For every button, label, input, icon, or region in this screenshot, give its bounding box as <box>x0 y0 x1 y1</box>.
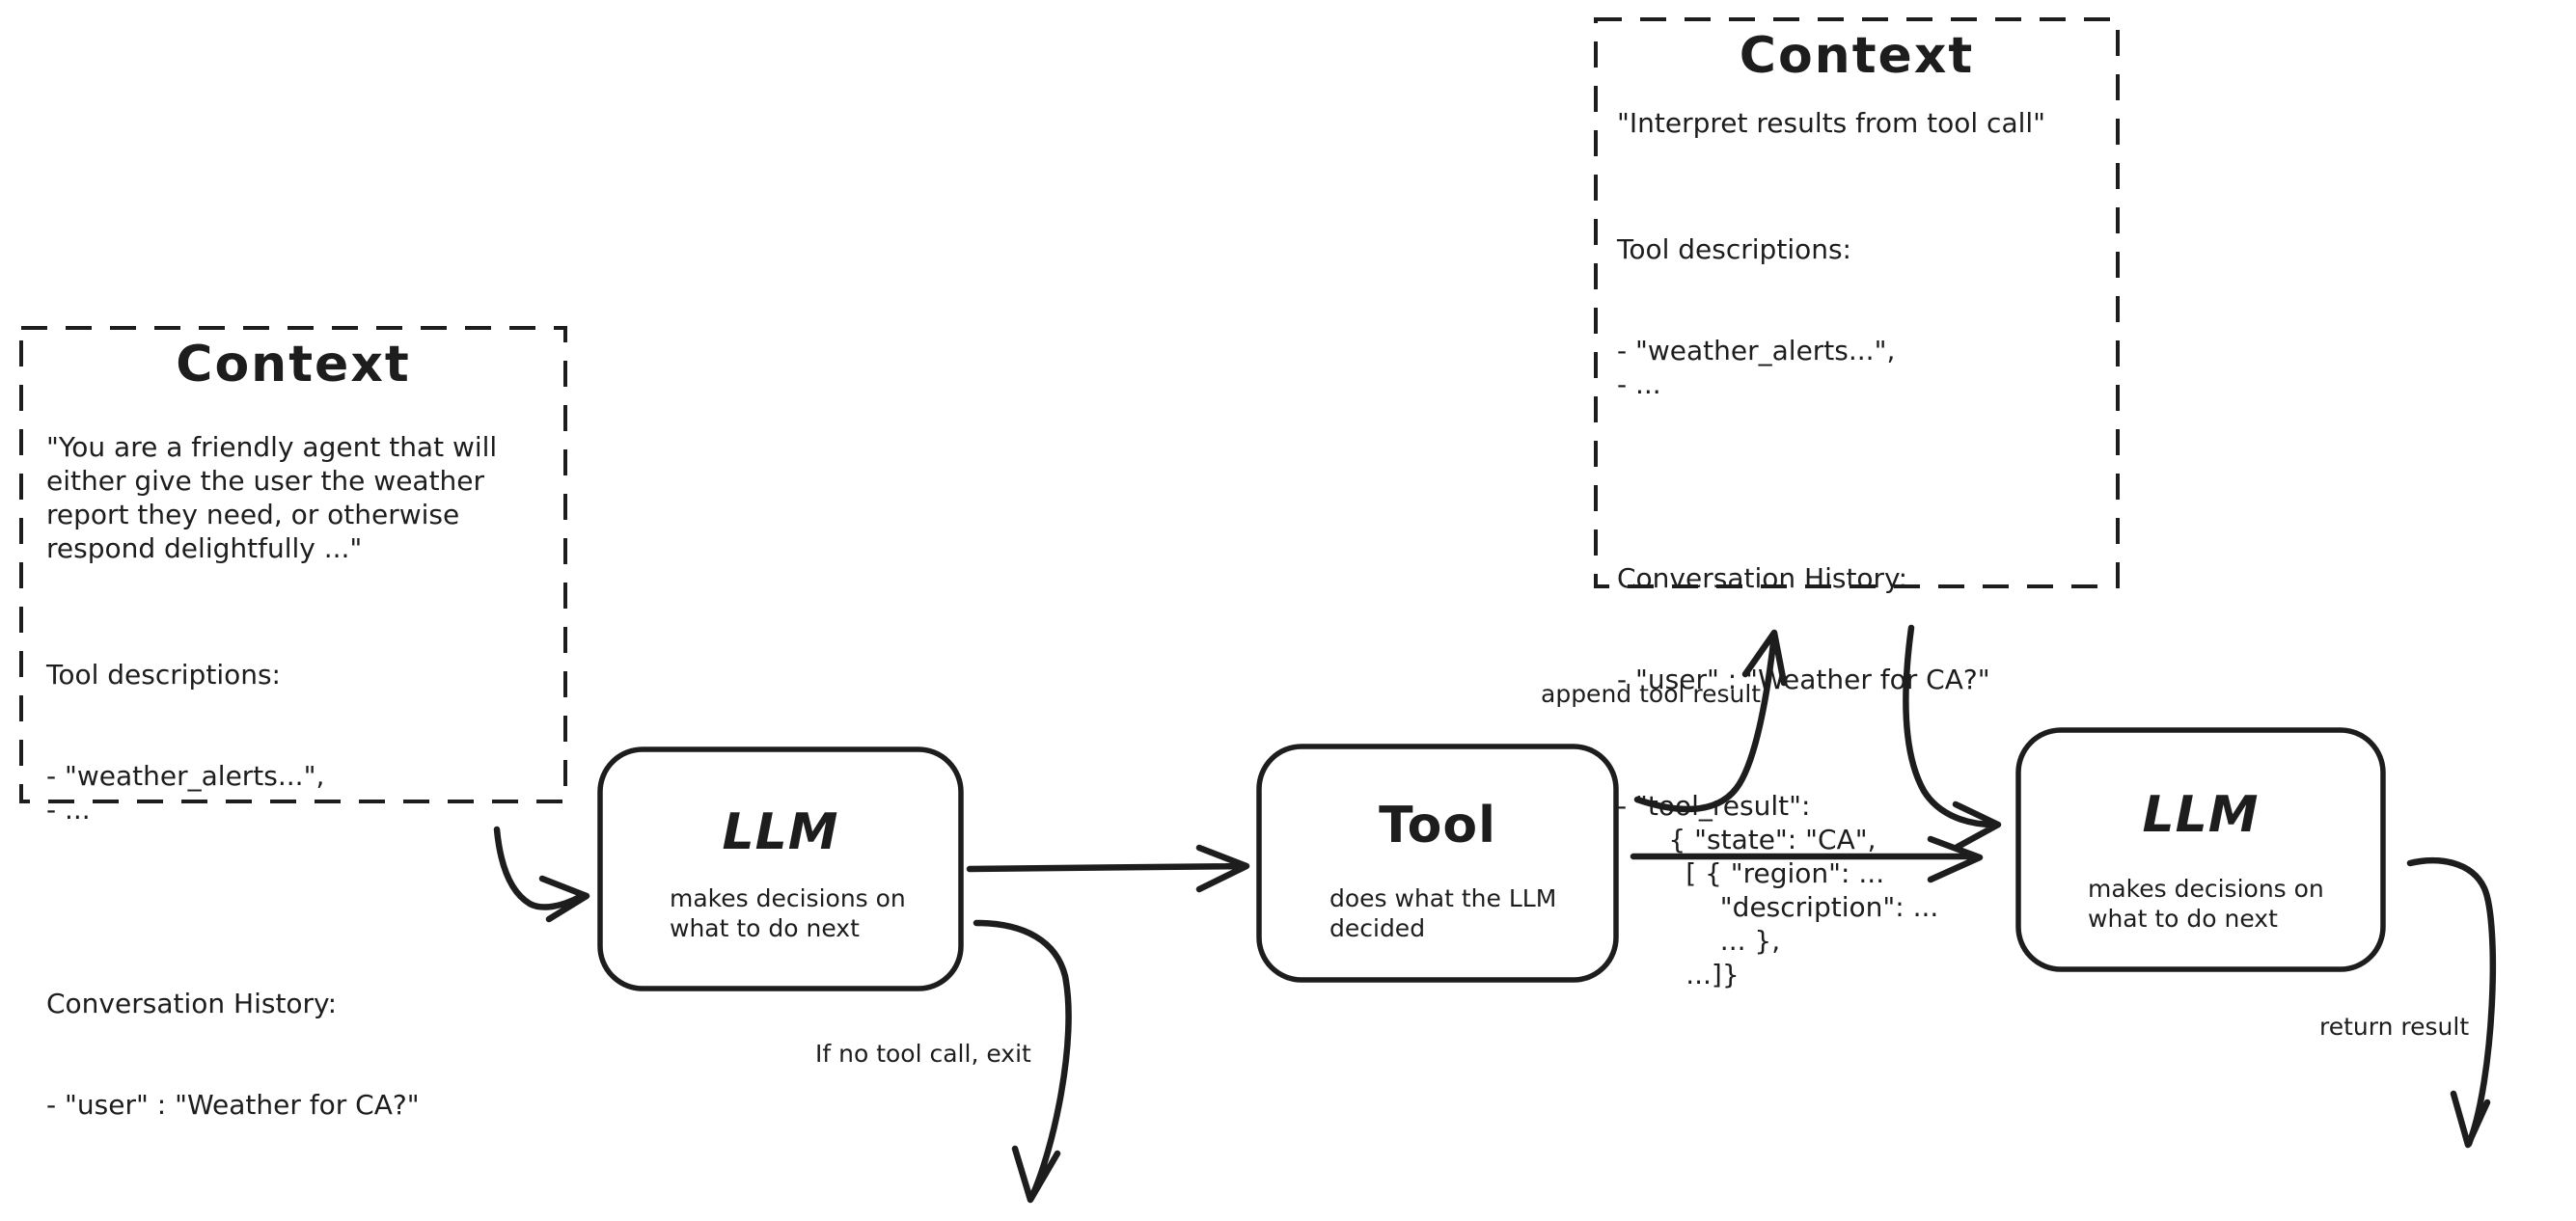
context-updated-box <box>1594 17 2120 588</box>
llm-second-subtitle: makes decisions on what to do next <box>2088 875 2324 933</box>
context-initial-history: Conversation History: - "user" : "Weathe… <box>46 919 497 1189</box>
arrow-tool-to-llm-second <box>1630 835 1984 883</box>
context-initial-tool-descriptions: Tool descriptions: - "weather_alerts..."… <box>46 590 497 894</box>
context-updated-tool-descriptions: Tool descriptions: - "weather_alerts..."… <box>1617 165 2045 469</box>
history-heading: Conversation History: <box>46 988 338 1019</box>
llm-second-box <box>2015 727 2386 972</box>
tool-box <box>1256 744 1619 983</box>
arrow-tool-to-context-updated <box>1633 629 1788 813</box>
arrow-llm-second-return <box>2406 856 2497 1149</box>
context-initial-body: "You are a friendly agent that will eith… <box>46 430 497 1189</box>
context-initial-box <box>19 326 567 803</box>
tool-descriptions-heading: Tool descriptions: <box>46 659 281 691</box>
llm-first-subtitle: makes decisions on what to do next <box>670 884 906 942</box>
tool-title: Tool <box>1379 797 1496 855</box>
history-heading: Conversation History: <box>1617 562 1908 594</box>
context-initial-title: Context <box>176 336 411 393</box>
tool-descriptions-items: - "weather_alerts...", - ... <box>46 760 325 826</box>
context-updated-history: Conversation History: - "user" : "Weathe… <box>1617 494 2045 764</box>
history-user: - "user" : "Weather for CA?" <box>46 1089 420 1121</box>
arrow-llm-first-to-tool <box>966 844 1250 893</box>
llm-first-box <box>597 746 964 991</box>
context-initial-system-prompt: "You are a friendly agent that will eith… <box>46 431 498 564</box>
arrow-llm-first-exit <box>973 919 1072 1204</box>
edge-label-append-tool-result: append tool result <box>1541 680 1762 708</box>
llm-second-title: LLM <box>2142 786 2260 844</box>
context-updated-title: Context <box>1739 27 1975 85</box>
history-user: - "user" : "Weather for CA?" <box>1617 664 1990 695</box>
edge-label-return-result: return result <box>2319 1013 2470 1041</box>
context-updated-body: "Interpret results from tool call" Tool … <box>1617 106 2045 991</box>
arrow-context-initial-to-llm-first <box>493 826 590 923</box>
tool-subtitle: does what the LLM decided <box>1329 884 1557 942</box>
edge-label-no-tool-call-exit: If no tool call, exit <box>815 1040 1031 1068</box>
arrow-context-updated-to-llm-second <box>1903 624 2002 851</box>
tool-descriptions-heading: Tool descriptions: <box>1617 233 1851 265</box>
history-tool-result: - "tool_result": { "state": "CA", [ { "r… <box>1617 790 1939 990</box>
llm-first-title: LLM <box>722 803 839 861</box>
context-updated-system-prompt: "Interpret results from tool call" <box>1617 107 2046 139</box>
tool-descriptions-items: - "weather_alerts...", - ... <box>1617 335 1896 400</box>
